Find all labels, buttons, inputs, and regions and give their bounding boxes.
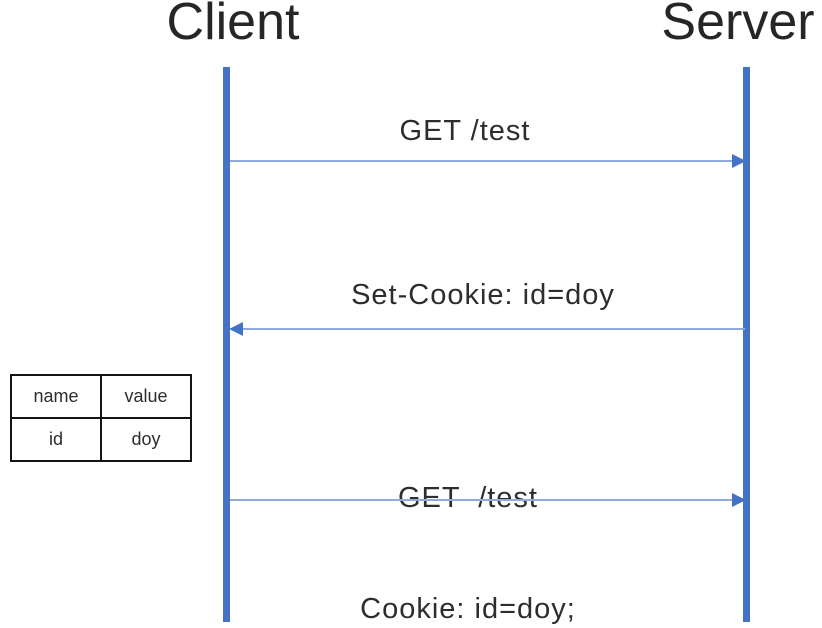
message-1-label: GET /test	[399, 115, 531, 147]
message-3-label: GET /test Cookie: id=doy;	[213, 406, 723, 628]
cookie-table-header-name: name	[10, 374, 102, 419]
client-lifeline	[223, 67, 230, 622]
message-3-label-line1: GET /test	[397, 482, 538, 514]
cookie-table-data-row: id doy	[10, 417, 192, 462]
arrowhead-right-icon	[732, 493, 746, 507]
cookie-table-header-value: value	[100, 374, 192, 419]
arrowhead-right-icon	[732, 154, 746, 168]
server-lifeline	[743, 67, 750, 622]
arrow-shaft	[241, 328, 745, 330]
cookie-table: name value id doy	[10, 374, 192, 462]
message-2-label: Set-Cookie: id=doy	[351, 279, 615, 311]
actor-label-server: Server	[661, 0, 815, 51]
cookie-table-cell-id: id	[10, 417, 102, 462]
arrowhead-left-icon	[229, 322, 243, 336]
arrow-shaft	[230, 160, 734, 162]
actor-label-client: Client	[166, 0, 300, 51]
cookie-table-cell-doy: doy	[100, 417, 192, 462]
cookie-table-header-row: name value	[10, 374, 192, 419]
arrow-shaft	[230, 499, 734, 501]
message-3-label-line2: Cookie: id=doy;	[360, 593, 576, 625]
